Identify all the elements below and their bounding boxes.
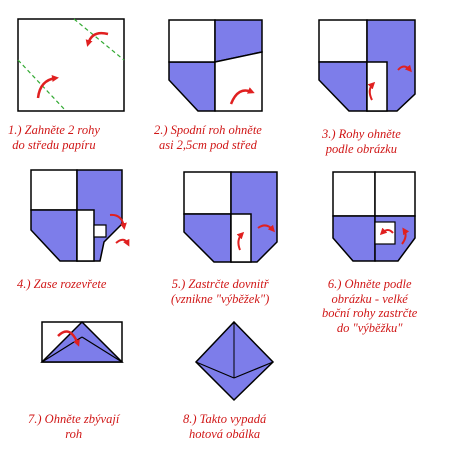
step-1-caption: 1.) Zahněte 2 rohy do středu papíru — [8, 123, 100, 152]
fold-arrow — [85, 31, 109, 47]
step-7-caption: 7.) Ohněte zbývají roh — [28, 412, 119, 441]
caption-line: do středu papíru — [12, 137, 96, 152]
step-3-caption: 3.) Rohy ohněte podle obrázku — [322, 127, 401, 156]
step-2-caption: 2.) Spodní roh ohněte asi 2,5cm pod stře… — [154, 123, 262, 152]
fold-arrow — [257, 224, 275, 233]
fold-arrow — [109, 213, 127, 230]
step-7-diagram — [40, 320, 124, 363]
caption-line: (vznikne "výběžek") — [171, 291, 270, 306]
step-8-caption: 8.) Takto vypadá hotová obálka — [183, 412, 266, 441]
fold-arrow — [367, 81, 376, 101]
step-5-diagram — [183, 171, 278, 263]
fold-line — [73, 18, 125, 61]
caption-line: hotová obálka — [189, 426, 261, 441]
caption-line: podle obrázku — [325, 141, 397, 156]
caption-line: roh — [65, 426, 83, 441]
caption-line: 6.) Ohněte podle — [327, 277, 412, 291]
step-3-diagram — [318, 19, 416, 112]
caption-line: 1.) Zahněte 2 rohy — [8, 123, 100, 137]
step-4-caption: 4.) Zase rozevřete — [17, 277, 106, 292]
caption-line: asi 2,5cm pod střed — [158, 137, 257, 152]
fold-arrow — [401, 227, 410, 245]
caption-line: 8.) Takto vypadá — [183, 412, 267, 426]
caption-line: 2.) Spodní roh ohněte — [154, 123, 262, 137]
caption-line: boční rohy zastrčte — [322, 306, 418, 320]
step-4-diagram — [30, 169, 130, 262]
fold-arrow — [236, 231, 245, 251]
step-5-caption: 5.) Zastrčte dovnitř (vznikne "výběžek") — [171, 277, 269, 306]
fold-arrow — [229, 87, 255, 105]
fold-arrow — [115, 238, 130, 247]
caption-line: 5.) Zastrčte dovnitř — [171, 277, 269, 291]
step-6-caption: 6.) Ohněte podle obrázku - velké boční r… — [322, 277, 417, 335]
fold-arrow — [57, 330, 80, 347]
fold-arrow — [36, 75, 59, 99]
caption-line: 4.) Zase rozevřete — [17, 277, 107, 291]
step-2-diagram — [168, 19, 263, 112]
fold-arrow — [379, 227, 394, 236]
step-1-diagram — [17, 18, 125, 112]
step-8-diagram — [194, 320, 275, 402]
step-6-diagram — [332, 171, 416, 262]
fold-arrow — [397, 64, 412, 73]
caption-line: obrázku - velké — [331, 291, 408, 306]
caption-line: 7.) Ohněte zbývají — [28, 412, 120, 426]
caption-line: do "výběžku" — [336, 320, 403, 335]
caption-line: 3.) Rohy ohněte — [322, 127, 401, 141]
